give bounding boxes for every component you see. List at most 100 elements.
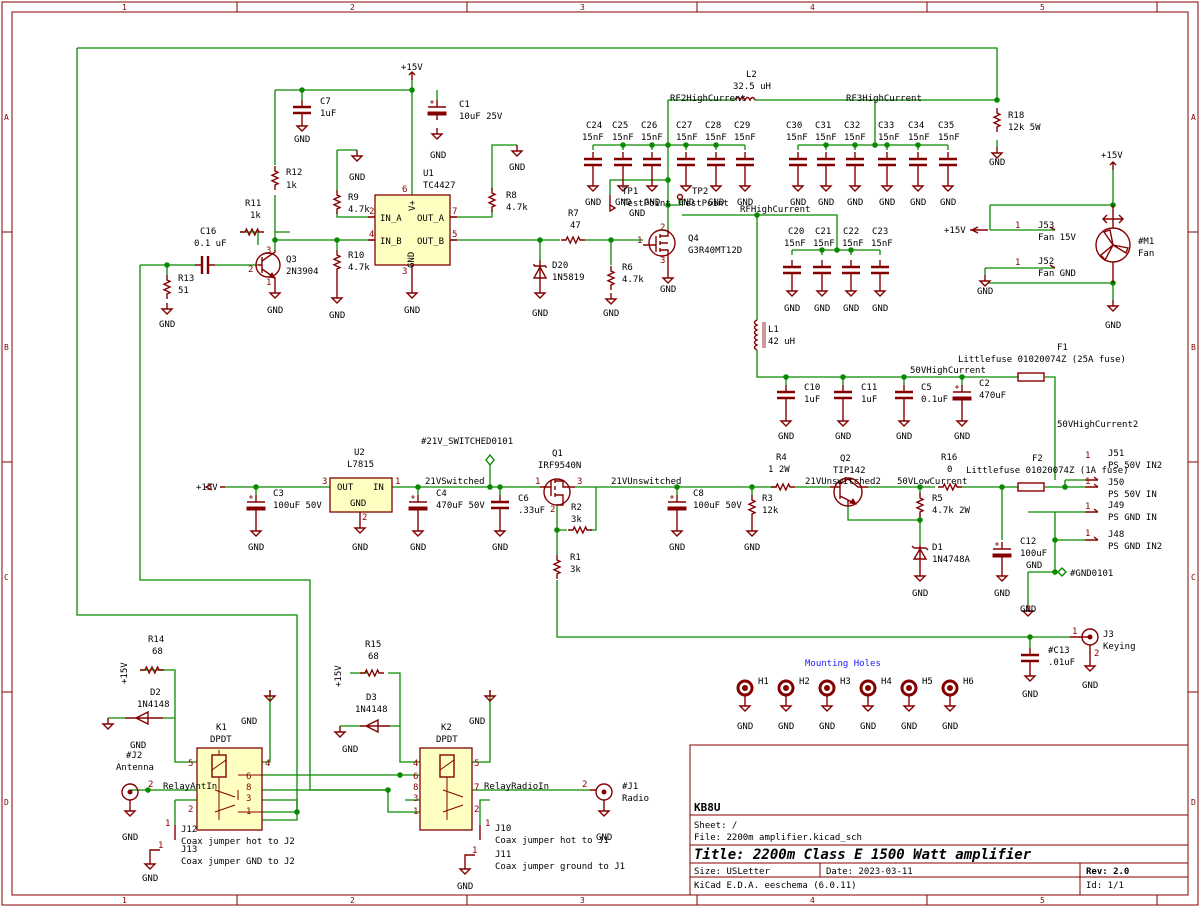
c29-val: 15nF <box>734 133 756 143</box>
gnd-j2: GND <box>122 833 138 843</box>
title-rev: Rev: 2.0 <box>1086 867 1129 877</box>
power-supply-section: C3 100uF 50V U2 L7815 OUT IN GND 3 1 2 C… <box>246 437 1162 580</box>
r10-ref: R10 <box>348 251 364 261</box>
j3-pin-2: 2 <box>1094 649 1099 659</box>
k2-pin-8: 8 <box>413 783 418 793</box>
h5-ref: H5 <box>922 677 933 687</box>
tp1-ref: TP1 <box>622 187 638 197</box>
j53-ref: J53 <box>1038 221 1054 231</box>
u1-pin-out-a: OUT_A <box>417 214 445 224</box>
c5-ref: C5 <box>921 383 932 393</box>
c1-ref: C1 <box>459 100 470 110</box>
k2-pin-5: 5 <box>474 759 479 769</box>
d1-val: 1N4748A <box>932 555 971 565</box>
c31-val: 15nF <box>815 133 837 143</box>
j51-ref: J51 <box>1108 449 1124 459</box>
j51-val: PS 50V IN2 <box>1108 461 1162 471</box>
row-label-c-right: C <box>1191 573 1196 582</box>
col-label-5-bottom: 5 <box>1040 896 1045 905</box>
q4-ref: Q4 <box>688 234 699 244</box>
f1-ref: F1 <box>1057 343 1068 353</box>
u1-pin-out-b: OUT_B <box>417 237 444 247</box>
j52-val: Fan GND <box>1038 269 1076 279</box>
gnd-r18: GND <box>989 158 1005 168</box>
c29-ref: C29 <box>734 121 750 131</box>
r15-ref: R15 <box>365 640 381 650</box>
r13-ref: R13 <box>178 274 194 284</box>
j52-ref: J52 <box>1038 257 1054 267</box>
k1-pin-1: 1 <box>246 807 251 817</box>
gnd-c25: GND <box>615 198 631 208</box>
gnd-c1: GND <box>430 151 446 161</box>
gnd-c2: GND <box>954 432 970 442</box>
q3-pin-2: 2 <box>248 265 253 275</box>
h2-ref: H2 <box>799 677 810 687</box>
r18-val: 12k 5W <box>1008 123 1041 133</box>
gnd-r10: GND <box>329 311 345 321</box>
gnd-c26: GND <box>644 198 660 208</box>
j1-ref: #J1 <box>622 782 638 792</box>
h4-ref: H4 <box>881 677 892 687</box>
tp2-val: TestPoint <box>680 199 729 209</box>
r13-val: 51 <box>178 286 189 296</box>
j50-pin: 1 <box>1085 477 1090 487</box>
gnd-u1: GND <box>404 306 420 316</box>
c31-ref: C31 <box>815 121 831 131</box>
gnd-q4: GND <box>660 285 676 295</box>
k2-pin-6: 6 <box>413 772 418 782</box>
c8-val: 100uF 50V <box>693 501 742 511</box>
j11-ref: J11 <box>495 850 511 860</box>
r3-ref: R3 <box>762 494 773 504</box>
c25-ref: C25 <box>612 121 628 131</box>
fan-val: Fan <box>1138 249 1154 259</box>
net-21v-unswitched: 21VUnswitched <box>611 477 681 487</box>
gnd-c33: GND <box>879 198 895 208</box>
u2-pin-3: 3 <box>322 477 327 487</box>
c2-val: 470uF <box>979 391 1006 401</box>
u2-l7815 <box>329 477 393 513</box>
j52-pin: 1 <box>1015 258 1020 268</box>
r16-ref: R16 <box>941 453 957 463</box>
c24-val: 15nF <box>582 133 604 143</box>
keying-section: #C13 .01uF J3 Keying 1 2 <box>1019 627 1136 670</box>
c3-ref: C3 <box>273 489 284 499</box>
r9-val: 4.7k <box>348 205 370 215</box>
q4-val: G3R40MT12D <box>688 246 742 256</box>
c11-val: 1uF <box>861 395 877 405</box>
c5-val: 0.1uF <box>921 395 948 405</box>
j2-val: Antenna <box>116 763 154 773</box>
j53-val: Fan 15V <box>1038 233 1077 243</box>
col-label-4: 4 <box>810 3 815 12</box>
k1-pin-4: 4 <box>265 759 270 769</box>
r15-val: 68 <box>368 652 379 662</box>
row-label-b: B <box>4 343 9 352</box>
r3-val: 12k <box>762 506 779 516</box>
d3-ref: D3 <box>366 693 377 703</box>
c11-ref: C11 <box>861 383 877 393</box>
gnd-c12: GND <box>994 589 1010 599</box>
gnd-j3: GND <box>1082 681 1098 691</box>
gnd-h5: GND <box>901 722 917 732</box>
u1-val: TC4427 <box>423 181 456 191</box>
j48-val: PS GND IN2 <box>1108 542 1162 552</box>
c22-val: 15nF <box>842 239 864 249</box>
j12-ref: J12 <box>181 825 197 835</box>
gnd-c34: GND <box>910 198 926 208</box>
k1-pin-8: 8 <box>246 783 251 793</box>
u1-pin-vplus: V+ <box>408 200 418 211</box>
gnd-c7: GND <box>294 135 310 145</box>
gnd-h3: GND <box>819 722 835 732</box>
c21-ref: C21 <box>815 227 831 237</box>
title-block: KB8U Sheet: / File: 2200m amplifier.kica… <box>689 744 1189 896</box>
u1-pin-in-b: IN_B <box>380 237 402 247</box>
gnd-c31: GND <box>818 198 834 208</box>
r4-ref: R4 <box>776 453 787 463</box>
c8-ref: C8 <box>693 489 704 499</box>
c4-val: 470uF 50V <box>436 501 485 511</box>
c7-ref: C7 <box>320 97 331 107</box>
k1-pin-6: 6 <box>246 772 251 782</box>
gnd-r13: GND <box>159 320 175 330</box>
col-label-3-bottom: 3 <box>580 896 585 905</box>
c13-val: .01uF <box>1048 658 1075 668</box>
